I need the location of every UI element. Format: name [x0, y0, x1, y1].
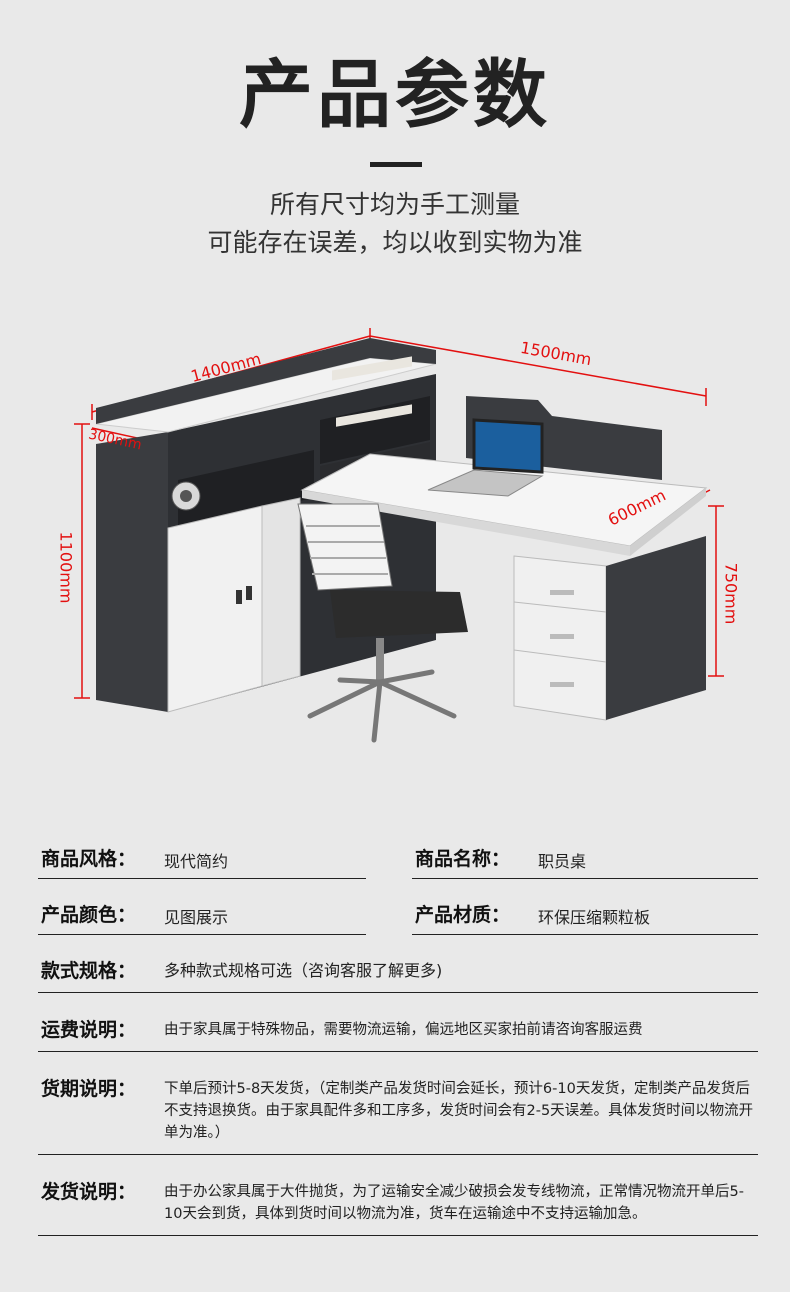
spec-value: 现代简约 [164, 852, 229, 871]
spec-table: 商品风格： 现代简约 商品名称： 职员桌 产品颜色： 见图展示 产品材质： 环保… [38, 832, 758, 1246]
spec-label: 产品材质： [415, 904, 511, 926]
spec-shipping-fee: 运费说明： 由于家具属于特殊物品，需要物流运输，偏远地区买家拍前请咨询客服运费 [38, 1003, 758, 1052]
spec-value: 下单后预计5-8天发货，（定制类产品发货时间会延长，预计6-10天发货，定制类产… [164, 1081, 754, 1141]
spec-style: 商品风格： 现代简约 [38, 832, 366, 879]
spec-row-1: 商品风格： 现代简约 商品名称： 职员桌 [38, 832, 758, 888]
spec-label: 运费说明： [41, 1019, 137, 1041]
spec-value: 多种款式规格可选（咨询客服了解更多) [164, 961, 443, 980]
spec-material: 产品材质： 环保压缩颗粒板 [412, 888, 758, 935]
spec-row-2: 产品颜色： 见图展示 产品材质： 环保压缩颗粒板 [38, 888, 758, 944]
desk-illustration [74, 328, 724, 743]
spec-label: 产品颜色： [41, 904, 137, 926]
subtitle-line-2: 可能存在误差，均以收到实物为准 [207, 228, 583, 257]
desk-product-image: 1400mm 1500mm 300mm 1100mm 600mm 750mm [40, 320, 750, 760]
spec-value: 由于办公家具属于大件抛货，为了运输安全减少破损会发专线物流，正常情况物流开单后5… [164, 1184, 744, 1222]
title-underline [370, 162, 422, 167]
spec-value: 环保压缩颗粒板 [538, 908, 651, 927]
spec-name: 商品名称： 职员桌 [412, 832, 758, 879]
spec-delivery: 发货说明： 由于办公家具属于大件抛货，为了运输安全减少破损会发专线物流，正常情况… [38, 1165, 758, 1236]
spec-label: 货期说明： [41, 1078, 137, 1100]
spec-lead-time: 货期说明： 下单后预计5-8天发货，（定制类产品发货时间会延长，预计6-10天发… [38, 1062, 758, 1155]
spec-label: 发货说明： [41, 1181, 137, 1203]
spec-label: 款式规格： [41, 960, 137, 982]
spec-color: 产品颜色： 见图展示 [38, 888, 366, 935]
subtitle-line-1: 所有尺寸均为手工测量 [269, 190, 520, 219]
dimension-label-height-desk: 750mm [721, 562, 741, 625]
spec-value: 见图展示 [164, 908, 229, 927]
spec-value: 由于家具属于特殊物品，需要物流运输，偏远地区买家拍前请咨询客服运费 [164, 1022, 643, 1038]
dimension-label-height-total: 1100mm [56, 531, 76, 604]
spec-variant: 款式规格： 多种款式规格可选（咨询客服了解更多) [38, 944, 758, 993]
spec-label: 商品名称： [415, 848, 511, 870]
page-title: 产品参数 [239, 52, 551, 138]
spec-value: 职员桌 [538, 852, 587, 871]
spec-label: 商品风格： [41, 848, 137, 870]
